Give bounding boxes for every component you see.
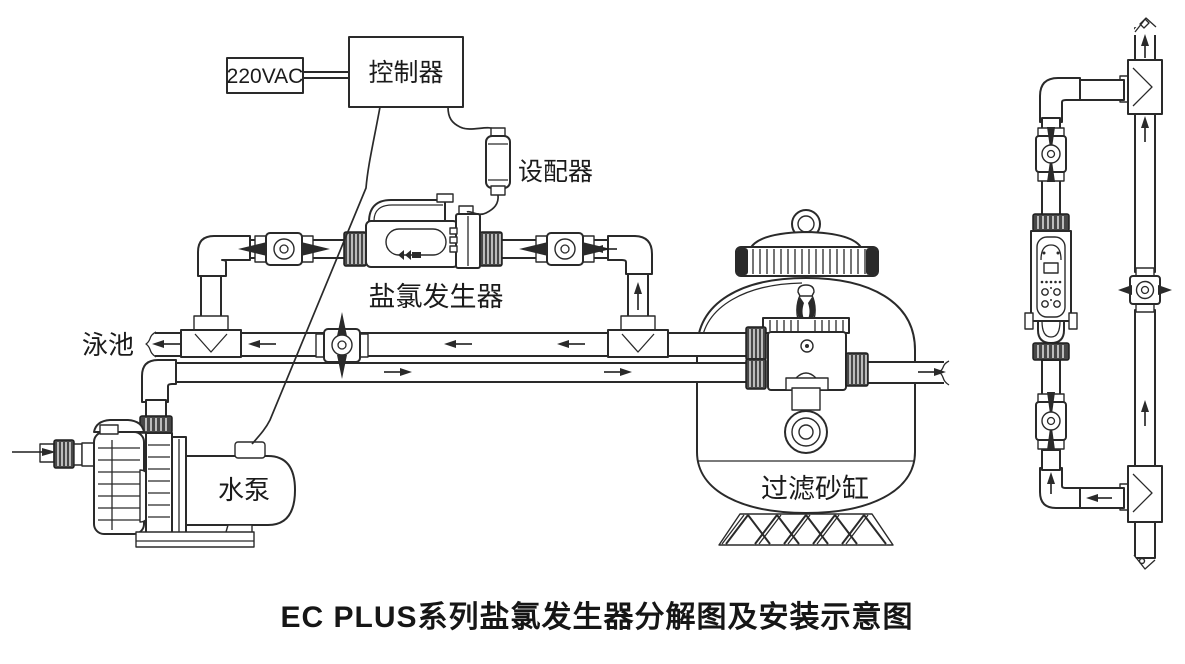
branch-pipe-3 <box>1041 359 1061 397</box>
flow-arrow-riser-upper <box>1141 116 1149 142</box>
drain-elbow <box>784 387 828 454</box>
pool-label: 泳池 <box>82 330 134 360</box>
pump-inlet-collar <box>73 443 83 466</box>
top-link-pipe <box>1075 79 1125 101</box>
flow-arrow-pump-inlet <box>12 448 56 456</box>
union-nut-tank-upper <box>745 326 767 361</box>
flow-arrow-loop-riser <box>634 282 642 310</box>
loop-tee-left <box>180 315 242 358</box>
loop-tee-right <box>607 315 669 358</box>
bypass-loop: 盐氯发生器 <box>180 193 669 358</box>
flow-arrow-feed-1 <box>384 368 412 376</box>
flow-arrow-return-2 <box>444 340 472 348</box>
branch-pipe-2 <box>1041 179 1061 217</box>
pump-assembly: 水泵 <box>39 419 296 548</box>
power-label: 220VAC <box>227 65 304 88</box>
union-nut-tank-right <box>845 352 869 387</box>
device-buttons <box>1041 287 1061 308</box>
flow-arrow-outlet <box>918 368 946 376</box>
chlorinator-label: 盐氯发生器 <box>369 282 504 312</box>
pipe-break-top <box>1133 15 1158 35</box>
led-row <box>1040 280 1062 284</box>
tank-lid-handle <box>791 209 821 239</box>
elbow-bottom-left <box>1039 467 1081 509</box>
flow-arrow-branch-elbow <box>1047 472 1055 494</box>
filter-label: 过滤砂缸 <box>761 474 869 504</box>
pump-junction-box <box>234 441 266 459</box>
cable-controller-to-adapter <box>447 106 497 132</box>
multiport-valve <box>745 284 869 454</box>
cable-controller-to-pump <box>251 106 381 445</box>
controller-label: 控制器 <box>368 59 443 87</box>
branch-pipe-4 <box>1041 449 1061 471</box>
flow-arrow-return-1 <box>248 340 276 348</box>
riser-pipe-mid-lower <box>1134 309 1156 471</box>
ball-valve-branch-lower <box>1035 392 1067 450</box>
adapter-device <box>485 127 511 196</box>
control-section: 220VAC 控制器 设配器 <box>226 36 593 445</box>
controller-box <box>348 36 464 108</box>
union-nut-pump-inlet <box>53 439 75 469</box>
tee-bottom <box>1119 465 1163 523</box>
adapter-label: 设配器 <box>518 158 593 186</box>
pipe-break-bottom <box>1133 554 1156 575</box>
union-nut-device-top <box>1032 213 1070 232</box>
flow-arrow-riser-lower <box>1141 400 1149 426</box>
tank-collar-ring <box>735 246 879 277</box>
valve-knob <box>796 284 816 323</box>
diagram-title: EC PLUS系列盐氯发生器分解图及安装示意图 <box>280 600 913 634</box>
pipe-break-pool <box>145 331 157 358</box>
loop-elbow-right <box>607 235 653 275</box>
control-panel <box>1036 236 1066 318</box>
pump-diffuser <box>145 432 187 535</box>
right-assembly <box>1024 15 1172 575</box>
valve-lower-port <box>785 372 829 391</box>
flow-arrow-bottom-link <box>1086 494 1112 502</box>
pump-base <box>135 531 255 548</box>
tee-top <box>1119 59 1163 115</box>
riser-pipe-bottom <box>1134 517 1156 559</box>
flow-arrow-feed-2 <box>604 368 632 376</box>
tank-base <box>718 513 894 546</box>
ball-valve-branch-upper <box>1035 127 1067 182</box>
pump-motor <box>185 441 296 526</box>
flow-arrow-riser-top <box>1141 34 1149 58</box>
pump-label: 水泵 <box>218 475 270 505</box>
device-display <box>1043 262 1059 274</box>
flow-arrow-return-3 <box>557 340 585 348</box>
union-nut-pump <box>139 415 173 434</box>
flow-arrow-pool <box>152 340 180 348</box>
ball-valve-return <box>315 312 369 379</box>
union-nut-cell-right <box>479 231 503 267</box>
pump-strainer <box>93 419 153 535</box>
tank-dome-cap <box>749 231 863 250</box>
union-nut-tank-lower <box>745 358 767 390</box>
ball-valve-riser <box>1118 267 1172 313</box>
vertical-chlorinator <box>1024 213 1078 361</box>
cell-terminal-block <box>449 205 481 269</box>
union-nut-cell-left <box>343 231 367 267</box>
cable-adapter-to-cell <box>466 194 499 216</box>
valve-top-plate <box>762 317 850 334</box>
pump-elbow <box>141 359 177 403</box>
power-supply-box <box>226 57 304 94</box>
ball-valve-loop-left <box>238 232 330 266</box>
cell-logo <box>398 250 421 260</box>
flow-arrow-loop-top <box>591 245 617 253</box>
loop-elbow-left <box>197 235 251 277</box>
chlorinator-cell <box>365 193 481 269</box>
flow-arrows <box>12 34 1149 502</box>
elbow-top-left <box>1039 77 1081 123</box>
feed-pipe <box>169 362 761 383</box>
union-nut-device-bottom <box>1032 342 1070 361</box>
